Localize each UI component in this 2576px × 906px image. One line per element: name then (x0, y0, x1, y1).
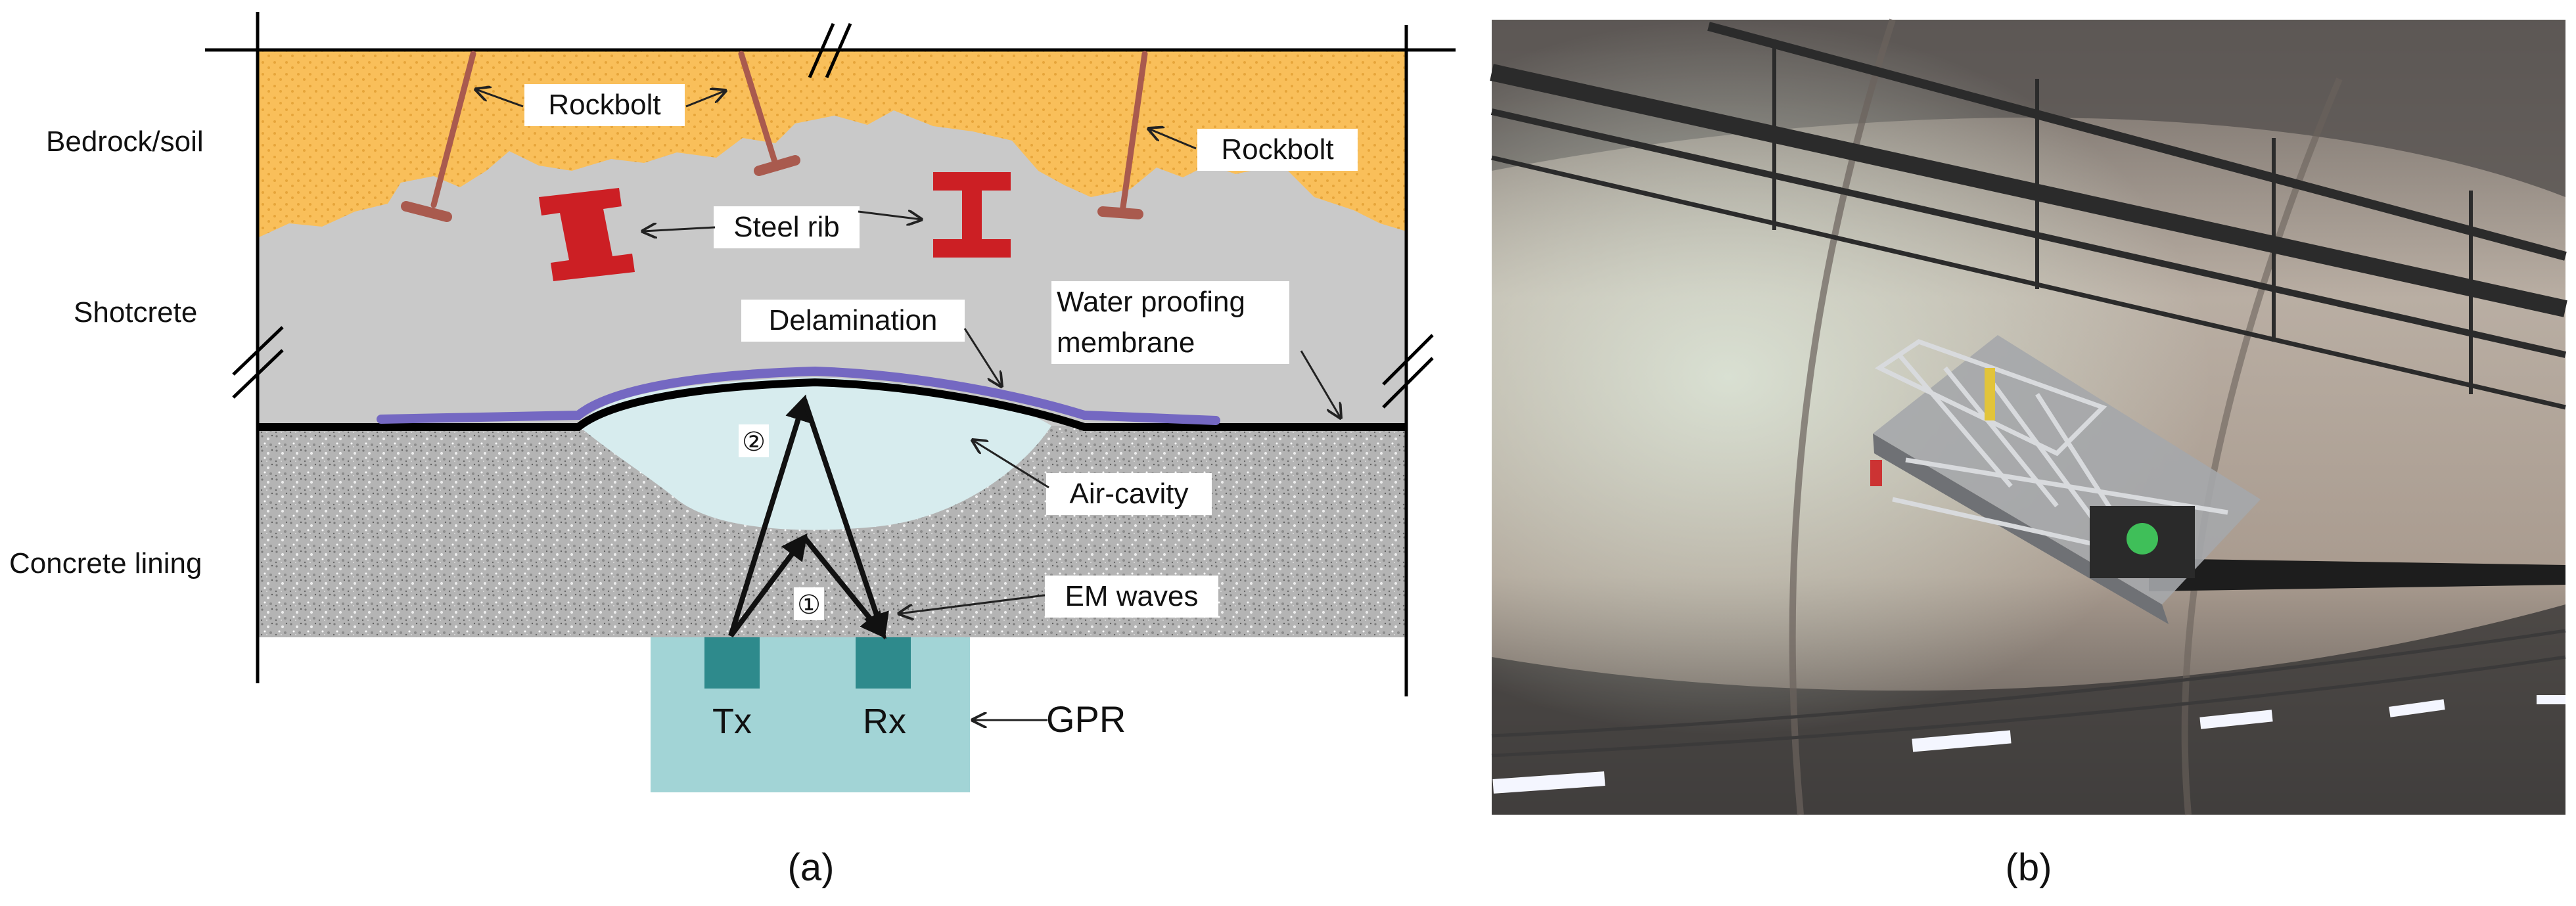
tunnel-lamps (1492, 695, 2565, 794)
break-marks (232, 22, 1434, 409)
liner-interface (258, 378, 1406, 431)
gpr-label: GPR (1046, 698, 1126, 740)
steel-rib-right (933, 172, 1011, 258)
rockbolts (401, 51, 1148, 222)
em-waves-label: EM waves (1065, 580, 1199, 612)
caption-b: (b) (2006, 846, 2052, 889)
bedrock-label: Bedrock/soil (46, 125, 204, 158)
panel-a: Bedrock/soil Shotcrete Concrete lining R… (9, 12, 1456, 889)
steel-rib-left (539, 188, 635, 281)
gpr-device (651, 637, 970, 792)
shotcrete-label: Shotcrete (74, 296, 197, 328)
tx-antenna (704, 637, 760, 689)
rockbolt-label-1: Rockbolt (548, 89, 660, 121)
air-cavity (578, 377, 1051, 530)
caption-a: (a) (788, 846, 835, 889)
path-2-marker: ② (742, 428, 766, 457)
lift-platform (1870, 335, 2261, 624)
path-1-marker: ① (797, 591, 821, 620)
concrete-lining-label: Concrete lining (9, 547, 202, 579)
rx-antenna (856, 637, 911, 689)
steel-rib-label: Steel rib (733, 211, 839, 243)
tx-label: Tx (712, 702, 752, 741)
panel-b-photo: (b) (1490, 18, 2567, 889)
waterproofing-membrane (377, 366, 1220, 425)
rx-label: Rx (863, 702, 906, 741)
delamination-label: Delamination (769, 304, 938, 336)
waterproofing-label-2: membrane (1057, 327, 1195, 359)
waterproofing-label-1: Water proofing (1057, 286, 1245, 318)
air-cavity-label: Air-cavity (1070, 478, 1189, 510)
rockbolt-label-2: Rockbolt (1221, 133, 1333, 166)
em-wave-paths (728, 394, 889, 640)
